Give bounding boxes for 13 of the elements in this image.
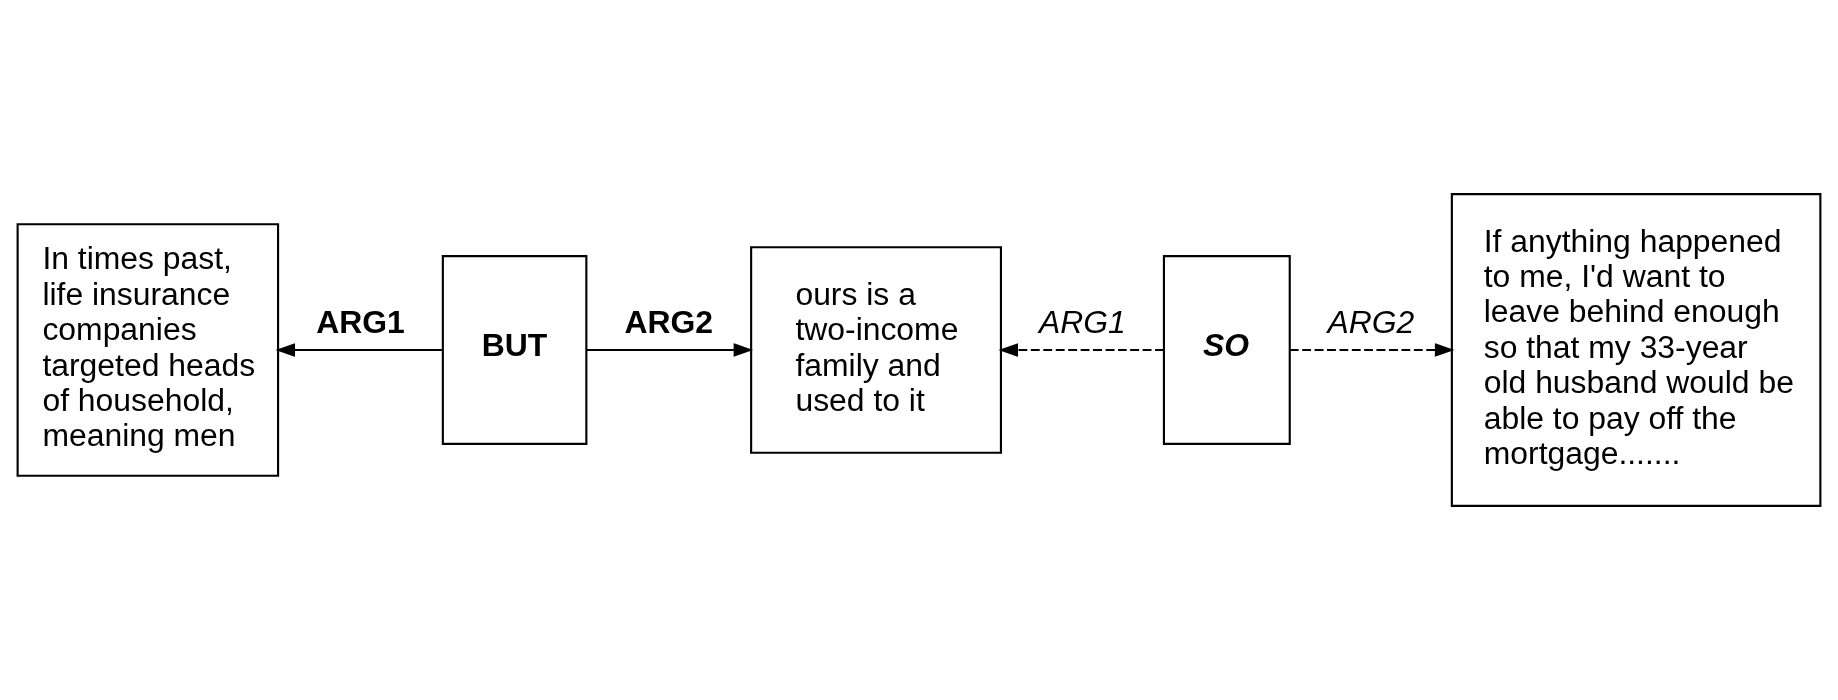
edge-label: ARG2 bbox=[624, 303, 714, 340]
arrow bbox=[275, 343, 444, 357]
node-box: In times past, life insurance companies targeted heads of household, meaning men bbox=[16, 223, 280, 477]
node-box: SO bbox=[1162, 255, 1291, 445]
edge-label: ARG1 bbox=[316, 303, 405, 340]
node-box: If anything happened to me, I'd want to leave behind enough so that my 33-year old husband would be able to pay off the mortgage....... bbox=[1450, 193, 1822, 507]
node-box: ours is a two-income family and used to it bbox=[750, 246, 1002, 454]
node-box: BUT bbox=[441, 255, 588, 445]
arrow bbox=[998, 343, 1165, 357]
edge-label: ARG1 bbox=[1039, 303, 1126, 340]
arrow bbox=[586, 343, 754, 357]
arrow bbox=[1289, 343, 1455, 357]
edge-label: ARG2 bbox=[1327, 303, 1415, 340]
